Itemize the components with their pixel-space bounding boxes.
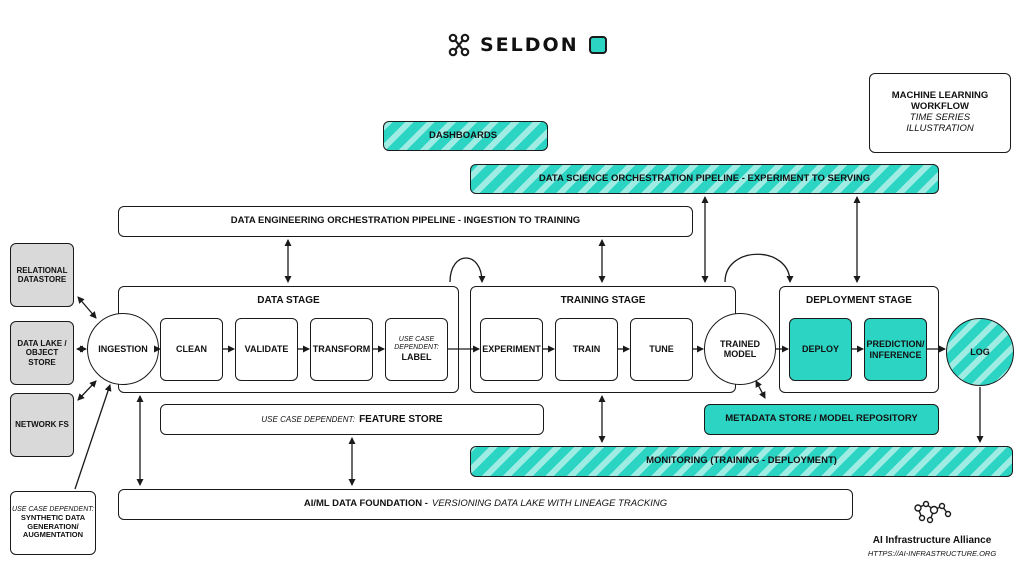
de-pipeline-label: DATA ENGINEERING ORCHESTRATION PIPELINE … [230, 215, 581, 227]
label-label: LABEL [401, 352, 432, 363]
data-lake-label: DATA LAKE / OBJECT STORE [17, 339, 67, 367]
workflow-title-box: MACHINE LEARNING WORKFLOW TIME SERIES IL… [869, 73, 1011, 153]
relational-to-ingestion-arrow [77, 296, 97, 319]
brand-name: SELDON [480, 34, 579, 56]
clean-step: CLEAN [160, 318, 223, 381]
prediction-label: PREDICTION/ INFERENCE [866, 339, 925, 360]
subtitle-line-1: TIME SERIES [909, 112, 971, 123]
deployment-stage-title: DEPLOYMENT STAGE [806, 295, 912, 306]
dashboards-label: DASHBOARDS [429, 129, 498, 141]
experiment-label: EXPERIMENT [482, 344, 541, 355]
deploy-label: DEPLOY [801, 344, 839, 355]
ingestion-node: INGESTION [87, 313, 159, 385]
data-to-training-loop-arrow [449, 257, 486, 283]
transform-step: TRANSFORM [310, 318, 373, 381]
seldon-logo-icon [448, 33, 470, 57]
tune-step: TUNE [630, 318, 693, 381]
title-line-2: WORKFLOW [910, 101, 970, 113]
alliance-url: HTTPS://AI-INFRASTRUCTURE.ORG [867, 549, 997, 558]
ingestion-label: INGESTION [98, 343, 148, 354]
feature-store-prefix: USE CASE DEPENDENT: [261, 414, 356, 424]
label-step: USE CASE DEPENDENT: LABEL [385, 318, 448, 381]
model-to-metadata-arrow [755, 380, 766, 399]
feature-store-label: FEATURE STORE [359, 413, 443, 425]
synthetic-to-ingestion-arrow [74, 384, 112, 490]
de-pipeline-bar: DATA ENGINEERING ORCHESTRATION PIPELINE … [118, 206, 693, 237]
tune-label: TUNE [649, 344, 674, 355]
ds-pipeline-bar: DATA SCIENCE ORCHESTRATION PIPELINE - EX… [470, 164, 939, 194]
clean-label: CLEAN [176, 344, 207, 355]
trained-model-label: TRAINED MODEL [720, 338, 760, 359]
data-lake-store: DATA LAKE / OBJECT STORE [10, 321, 74, 385]
training-to-deploy-loop-arrow [724, 253, 794, 283]
brand-mark [588, 36, 607, 54]
monitoring-bar: MONITORING (TRAINING - DEPLOYMENT) [470, 446, 1013, 477]
trained-model-node: TRAINED MODEL [704, 313, 776, 385]
network-fs-label: NETWORK FS [15, 420, 69, 430]
experiment-step: EXPERIMENT [480, 318, 543, 381]
alliance-name: AI Infrastructure Alliance [872, 535, 992, 546]
metadata-store-bar: METADATA STORE / MODEL REPOSITORY [704, 404, 939, 435]
title-line-1: MACHINE LEARNING [891, 90, 989, 102]
validate-step: VALIDATE [235, 318, 298, 381]
foundation-label: AI/ML DATA FOUNDATION - [303, 498, 428, 510]
data-stage-title: DATA STAGE [257, 295, 320, 306]
network-fs: NETWORK FS [10, 393, 74, 457]
prediction-step: PREDICTION/ INFERENCE [864, 318, 927, 381]
networkfs-to-ingestion-arrow [77, 380, 97, 401]
dashboards-bar: DASHBOARDS [383, 121, 548, 151]
synthetic-prefix: USE CASE DEPENDENT: [12, 506, 94, 514]
label-prefix: USE CASE DEPENDENT: [394, 336, 439, 352]
synthetic-data-box: USE CASE DEPENDENT: SYNTHETIC DATA GENER… [10, 491, 96, 555]
synthetic-label: SYNTHETIC DATA GENERATION/ AUGMENTATION [20, 513, 86, 540]
deploy-step: DEPLOY [789, 318, 852, 381]
ds-pipeline-label: DATA SCIENCE ORCHESTRATION PIPELINE - EX… [538, 172, 871, 184]
training-stage-title: TRAINING STAGE [560, 295, 646, 306]
train-label: TRAIN [572, 344, 601, 355]
foundation-bar: AI/ML DATA FOUNDATION - VERSIONING DATA … [118, 489, 853, 520]
relational-label: RELATIONAL DATASTORE [16, 265, 68, 284]
feature-store-bar: USE CASE DEPENDENT: FEATURE STORE [160, 404, 544, 435]
alliance-network-icon [914, 500, 952, 524]
train-step: TRAIN [555, 318, 618, 381]
metadata-label: METADATA STORE / MODEL REPOSITORY [725, 413, 918, 425]
seldon-logo: SELDON [448, 33, 607, 57]
alliance-block: AI Infrastructure Alliance HTTPS://AI-IN… [862, 500, 1002, 558]
log-label: LOG [970, 346, 990, 357]
subtitle-line-2: ILLUSTRATION [906, 122, 974, 134]
transform-label: TRANSFORM [312, 344, 371, 355]
relational-datastore: RELATIONAL DATASTORE [10, 243, 74, 307]
validate-label: VALIDATE [244, 344, 289, 355]
log-node: LOG [946, 318, 1014, 386]
monitoring-label: MONITORING (TRAINING - DEPLOYMENT) [646, 455, 837, 467]
foundation-subtitle: VERSIONING DATA LAKE WITH LINEAGE TRACKI… [431, 498, 668, 510]
